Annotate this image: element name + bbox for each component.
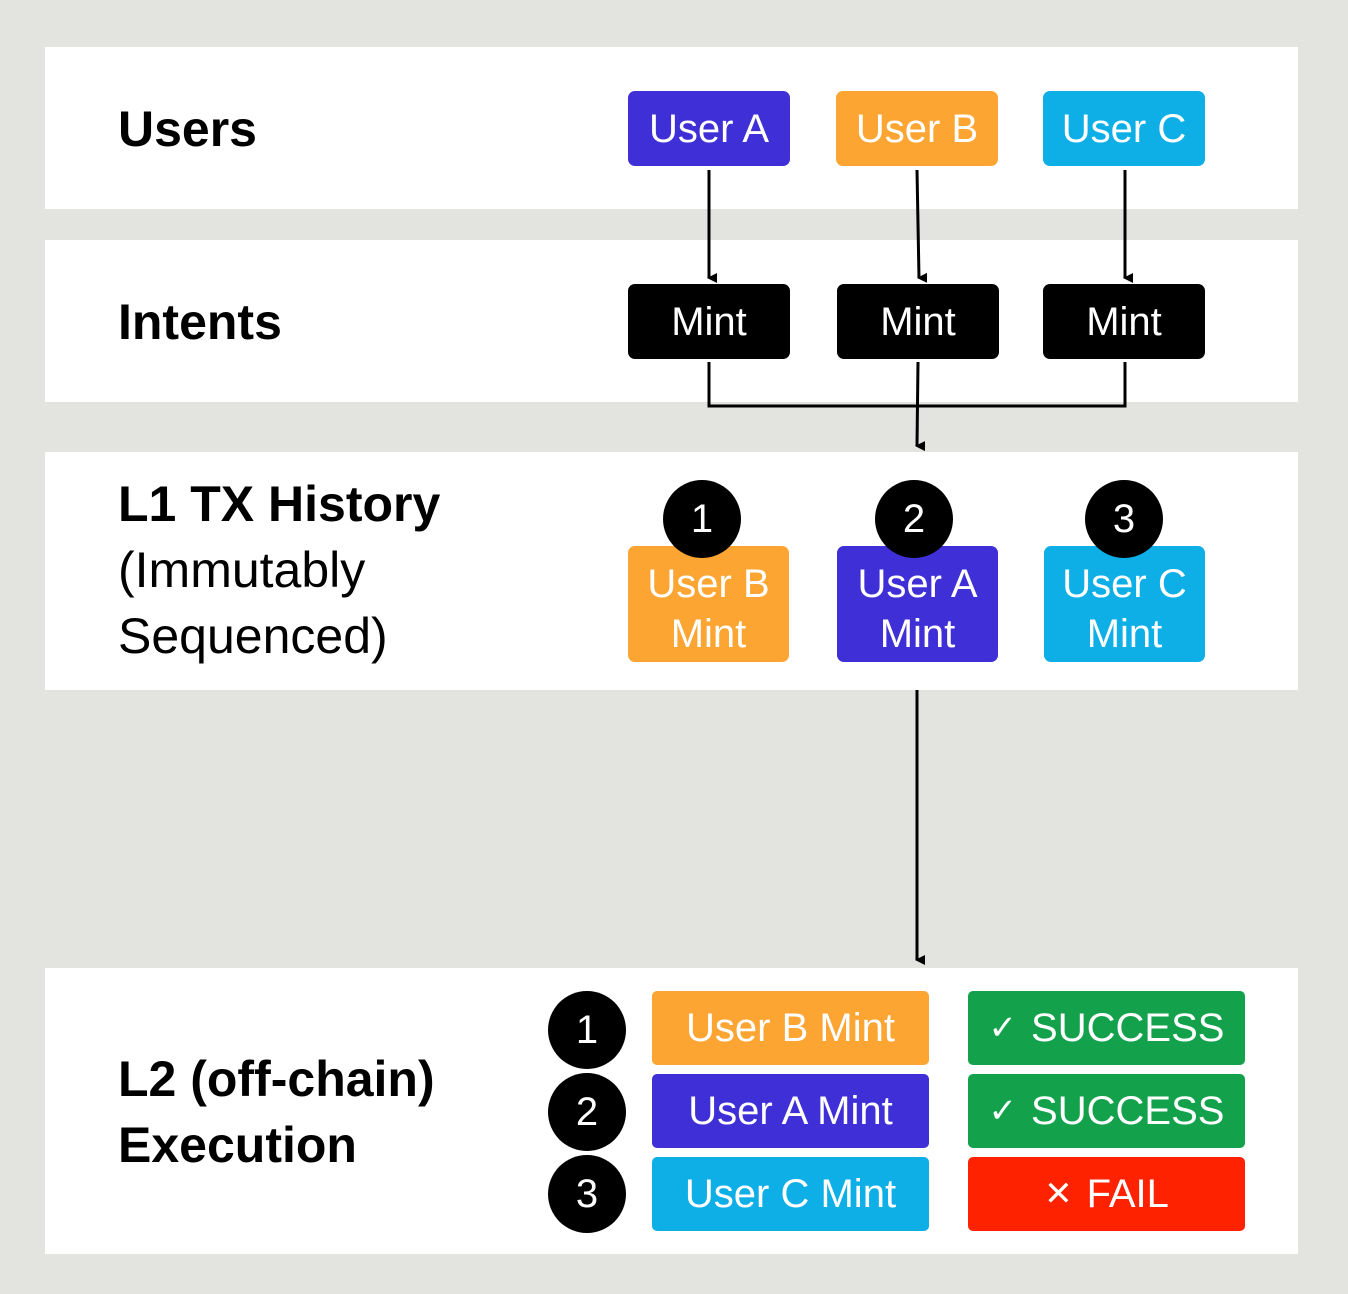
arrow-intents-to-l1 xyxy=(915,361,926,452)
arrow-user-b-to-mint xyxy=(915,169,928,283)
intents-title: Intents xyxy=(118,294,282,350)
l2-tx-1: User B Mint xyxy=(652,991,929,1065)
l2-status-1: ✓SUCCESS xyxy=(968,991,1245,1065)
l1-seq-1-badge: 1 xyxy=(663,480,741,558)
l1-seq-3-badge: 3 xyxy=(1085,480,1163,558)
l1-subtitle-line2: Sequenced) xyxy=(118,608,388,664)
l1-seq-2-badge: 2 xyxy=(875,480,953,558)
l1-subtitle-line1: (Immutably xyxy=(118,542,366,598)
l2-status-3: ✕FAIL xyxy=(968,1157,1245,1231)
l1-title: L1 TX History (Immutably Sequenced) xyxy=(118,471,440,669)
intent-mint-b: Mint xyxy=(837,284,999,359)
check-icon: ✓ xyxy=(988,1091,1018,1130)
intent-mint-a: Mint xyxy=(628,284,790,359)
l2-seq-1-badge: 1 xyxy=(548,991,626,1069)
user-c-box: User C xyxy=(1043,91,1205,166)
l2-tx-2: User A Mint xyxy=(652,1074,929,1148)
cross-icon: ✕ xyxy=(1044,1174,1073,1213)
l2-seq-2-badge: 2 xyxy=(548,1073,626,1151)
user-a-box: User A xyxy=(628,91,790,166)
l2-title: L2 (off-chain) Execution xyxy=(118,1051,435,1173)
l2-tx-3: User C Mint xyxy=(652,1157,929,1231)
check-icon: ✓ xyxy=(988,1008,1018,1047)
l2-status-2: ✓SUCCESS xyxy=(968,1074,1245,1148)
user-b-box: User B xyxy=(836,91,998,166)
intent-mint-c: Mint xyxy=(1043,284,1205,359)
l2-seq-3-badge: 3 xyxy=(548,1155,626,1233)
users-title: Users xyxy=(118,101,257,157)
